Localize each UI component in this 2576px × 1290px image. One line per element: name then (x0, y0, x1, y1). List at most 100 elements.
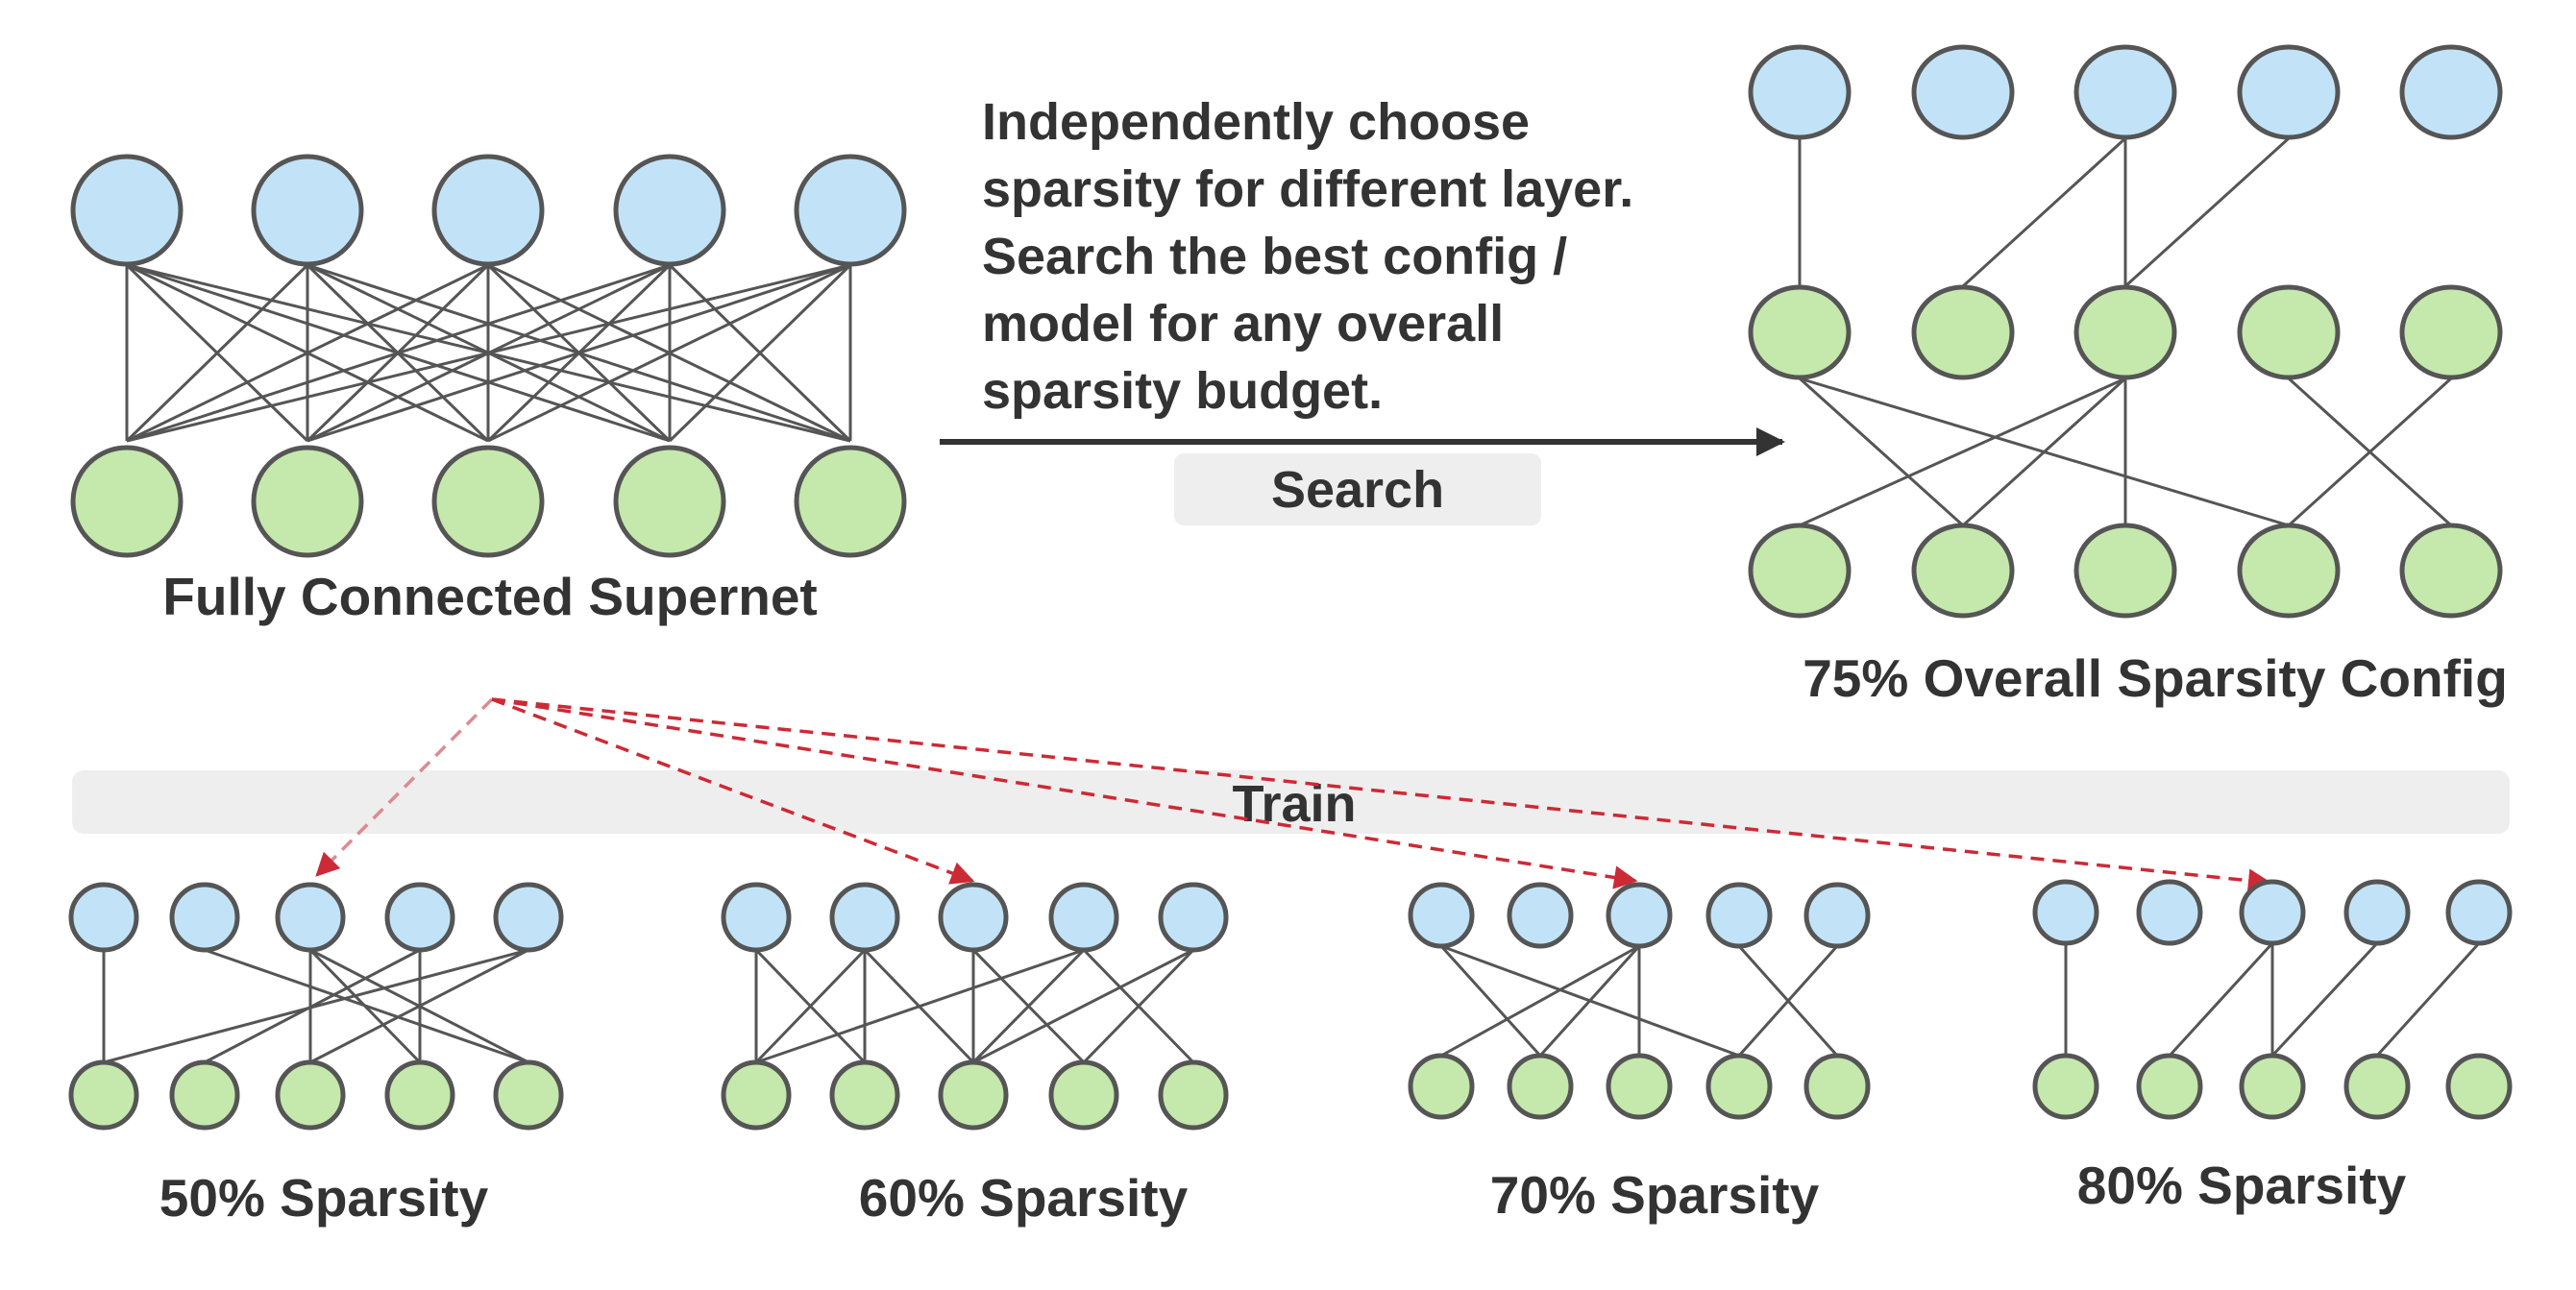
search-description-line: Independently choose (982, 93, 1530, 151)
input-node (1911, 44, 2015, 140)
input-node (1803, 882, 1871, 949)
hidden-node (1705, 1053, 1773, 1120)
train-band (72, 770, 2510, 834)
train-arrow-60 (491, 697, 975, 885)
input-node (2136, 879, 2203, 946)
search-label: Search (1271, 461, 1444, 519)
hidden-node (2239, 1053, 2306, 1120)
subnet-50-nodes (68, 882, 564, 1131)
subnet-60-label: 60% Sparsity (859, 1168, 1189, 1228)
connection-edge (1538, 944, 1641, 1058)
connection-edge (125, 263, 309, 443)
search-pill (1174, 453, 1541, 525)
hidden-node (794, 445, 907, 558)
train-arrow-80 (491, 697, 2272, 892)
connection-edge (755, 948, 1085, 1064)
subnet-70-nodes (1408, 882, 1871, 1120)
input-node (829, 882, 900, 953)
input-node (1158, 882, 1229, 953)
hidden-node (2399, 284, 2503, 380)
search-description-line: sparsity for different layer. (982, 160, 1633, 218)
input-node (721, 882, 792, 953)
input-node (1748, 44, 1852, 140)
input-node (2399, 44, 2503, 140)
input-node (1048, 882, 1119, 953)
connection-edge (1082, 948, 1195, 1064)
input-node (1705, 882, 1773, 949)
hidden-node (431, 445, 545, 558)
subnet-50-edges (102, 948, 529, 1064)
connection-edge (126, 263, 671, 443)
hidden-node (2032, 1053, 2099, 1120)
input-node (794, 154, 907, 267)
input-node (493, 882, 564, 953)
connection-edge (307, 263, 851, 443)
hidden-node (1911, 523, 2015, 619)
connection-edge (1961, 377, 2127, 527)
hidden-node (68, 1059, 139, 1131)
train-label: Train (1232, 775, 1356, 833)
hidden-node (1803, 1053, 1871, 1120)
subnet-80-nodes (2032, 879, 2513, 1120)
result-label: 75% Overall Sparsity Config (1803, 648, 2508, 708)
result-edges (1798, 136, 2453, 527)
search-description-line: model for any overall (982, 295, 1504, 353)
hidden-node (169, 1059, 240, 1131)
supernet-edges (125, 263, 852, 443)
hidden-node (2136, 1053, 2203, 1120)
connection-edge (1798, 377, 1965, 527)
search-description: Independently choose sparsity for differ… (982, 93, 1633, 420)
connection-edge (126, 263, 489, 443)
connection-edge (971, 948, 1086, 1064)
hidden-node (1408, 1053, 1475, 1120)
input-node (613, 154, 726, 267)
subnet-70-edges (1439, 944, 1839, 1058)
hidden-node (2073, 523, 2177, 619)
hidden-node (1606, 1053, 1673, 1120)
input-node (275, 882, 346, 953)
input-node (2032, 879, 2099, 946)
input-node (2073, 44, 2177, 140)
hidden-node (1748, 523, 1852, 619)
subnet-70-label: 70% Sparsity (1490, 1165, 1820, 1225)
search-description-line: Search the best config / (982, 228, 1567, 285)
input-node (384, 882, 455, 953)
connection-edge (126, 263, 851, 443)
input-node (938, 882, 1009, 953)
connection-edge (1737, 944, 1839, 1058)
connection-edge (1799, 377, 2126, 527)
subnet-80-label: 80% Sparsity (2077, 1156, 2407, 1215)
input-node (1507, 882, 1574, 949)
hidden-node (384, 1059, 455, 1131)
subnet-80-edges (2064, 941, 2481, 1058)
connection-edge (1961, 136, 2127, 288)
hidden-node (1048, 1059, 1119, 1131)
train-arrow-70 (491, 697, 1638, 889)
input-node (1408, 882, 1475, 949)
hidden-node (2237, 284, 2341, 380)
input-node (2237, 44, 2341, 140)
train-arrow-50 (315, 697, 494, 877)
connection-edge (309, 948, 529, 1064)
hidden-node (2399, 523, 2503, 619)
connection-edge (2270, 941, 2379, 1058)
hidden-node (1911, 284, 2015, 380)
connection-edge (972, 948, 1194, 1064)
input-node (68, 882, 139, 953)
input-node (251, 154, 364, 267)
connection-edge (308, 948, 422, 1064)
train-arrows (315, 697, 2272, 892)
input-node (70, 154, 184, 267)
connection-edge (1439, 944, 1542, 1058)
hidden-node (1748, 284, 1852, 380)
hidden-node (829, 1059, 900, 1131)
hidden-node (1158, 1059, 1229, 1131)
connection-edge (103, 948, 529, 1064)
hidden-node (275, 1059, 346, 1131)
connection-edge (668, 263, 852, 443)
result-nodes (1748, 44, 2503, 619)
subnet-50-label: 50% Sparsity (159, 1168, 489, 1228)
connection-edge (2287, 377, 2453, 527)
supernet-nodes (70, 154, 907, 558)
hidden-node (613, 445, 726, 558)
